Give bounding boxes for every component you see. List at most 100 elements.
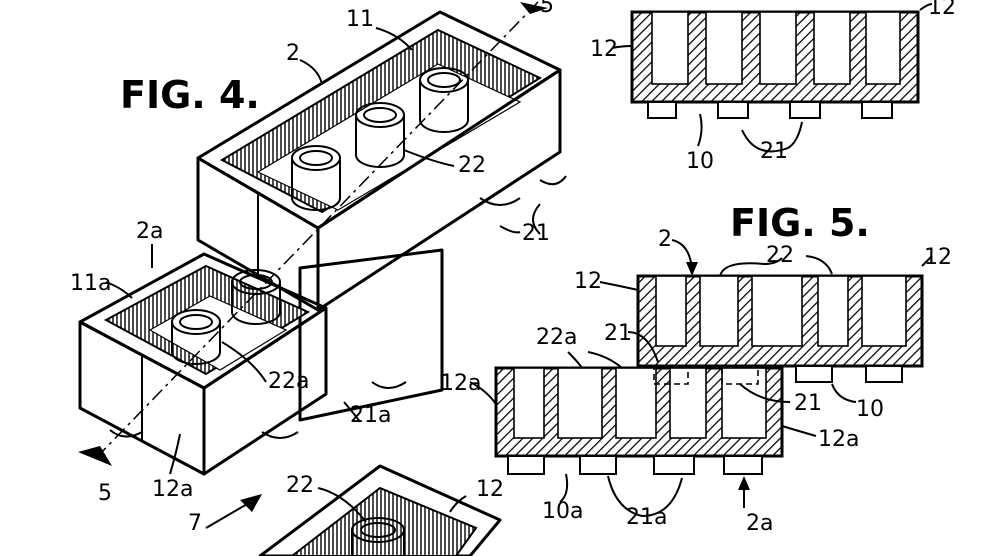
engaged-stud-1 [653,365,689,385]
stud-top-3 [789,101,821,119]
section-arrow-right [520,2,548,14]
fig5-label-12-left: 12 [574,269,602,294]
top-label-12-left: 12 [590,37,618,62]
leader-22a [221,341,267,383]
fig5-label-21-right: 21 [794,391,822,416]
label-22a: 22a [268,369,309,394]
stud-21a-c [371,381,407,389]
leader-21a [343,401,361,423]
lower-stud-4 [723,455,763,475]
fig5-label-21a: 21a [626,505,667,530]
label-11a: 11a [70,271,111,296]
fig5-label-2a: 2a [746,511,773,536]
leader-top-12-right [919,3,933,11]
fig5-label-10a: 10a [542,499,583,524]
section-label-7: 7 [188,511,202,536]
lower-cavity-4 [669,367,707,439]
leader-2 [299,59,323,85]
tube-22-a [291,145,341,211]
lower-stud-3 [653,455,695,475]
leader-top-12-left [611,45,633,49]
fig7-label-12: 12 [476,477,504,502]
lower-cavity-5 [721,367,767,439]
lower-stud-2 [579,455,617,475]
label-12a: 12a [152,477,193,502]
brick-upper-side-face [316,68,562,312]
upper-cavity-2 [699,275,739,347]
cavity-5 [865,11,901,85]
fig5-top-section: 12 12 10 21 [590,0,956,174]
stud-21-a [479,197,521,206]
fig4-brick-upper [196,10,567,312]
arrow-fig5-2a [738,476,750,490]
stud-21a-a [261,431,299,439]
leader-top-10 [697,113,703,147]
upper-cavity-5 [861,275,907,347]
leader-fig5-12-left [599,281,639,291]
fig4-brick-lower [78,248,444,476]
leader-11 [375,27,413,51]
fig5-label-12-right: 12 [924,245,952,270]
fig7-tube [351,517,405,556]
label-11: 11 [346,7,374,32]
fig4-drawing: FIG. 4. [70,0,567,536]
fig5-brick-upper [636,274,924,383]
section-label-right: 5 [540,0,554,18]
lower-cavity-3 [615,367,657,439]
fig4-title: FIG. 4. [120,73,260,117]
top-label-12-right: 12 [928,0,956,20]
leader-fig5-10a [559,473,569,503]
stud-top-2 [717,101,749,119]
leader-fig5-21-right [739,383,791,403]
fig5-label-2: 2 [658,227,672,252]
fig7-leader-22 [317,487,367,523]
fig5-label-22a: 22a [536,325,577,350]
top-label-21: 21 [760,139,788,164]
leader-fig5-22-a [719,257,783,277]
fig7-fragment: 22 12 [258,464,504,556]
fig7-label-22: 22 [286,473,314,498]
tube-22-b [355,102,405,168]
leader-fig5-12a-right [781,425,817,437]
leader-fig5-21a [607,475,683,518]
section-line-5 [95,0,541,459]
brick-upper-cavity-floor [256,63,522,211]
fig5-label-21-left: 21 [604,321,632,346]
fig5-label-10: 10 [856,397,884,422]
stud-top-4 [861,101,893,119]
leader-21 [499,225,521,234]
cavity-3 [759,11,797,85]
arrow-fig5-2 [686,262,698,276]
top-label-10: 10 [686,149,714,174]
upper-cavity-4 [817,275,849,347]
leader-fig5-22-b [805,255,833,275]
leader-fig5-22a [567,351,623,369]
label-22: 22 [458,153,486,178]
leader-12a [169,433,181,475]
stud-21-b [539,175,567,186]
section-arrow-7 [240,494,262,512]
leader-22 [403,149,455,167]
leader-top-21 [741,121,803,153]
label-21a: 21a [350,403,391,428]
fig5-title: FIG. 5. [730,201,870,245]
upper-stud-1 [795,365,833,383]
fig7-brick-top [258,464,502,556]
fig5-brick-lower [494,365,784,475]
fig7-brick-cavity [290,486,478,556]
lower-stud-1 [507,455,545,475]
fig7-leader-12 [449,495,467,513]
stud-top-1 [647,101,677,119]
section-arrow-left [78,446,112,466]
leader-21-b [532,203,541,235]
brick-lower-back-face [298,248,444,422]
lower-cavity-1 [513,367,545,439]
label-21: 21 [522,221,550,246]
upper-stud-2 [865,365,903,383]
cavity-1 [651,11,689,85]
fig5-label-12a-right: 12a [818,427,859,452]
leader-fig5-12-right [921,255,933,267]
cavity-2 [705,11,743,85]
leader-fig5-12a-left [469,381,497,405]
